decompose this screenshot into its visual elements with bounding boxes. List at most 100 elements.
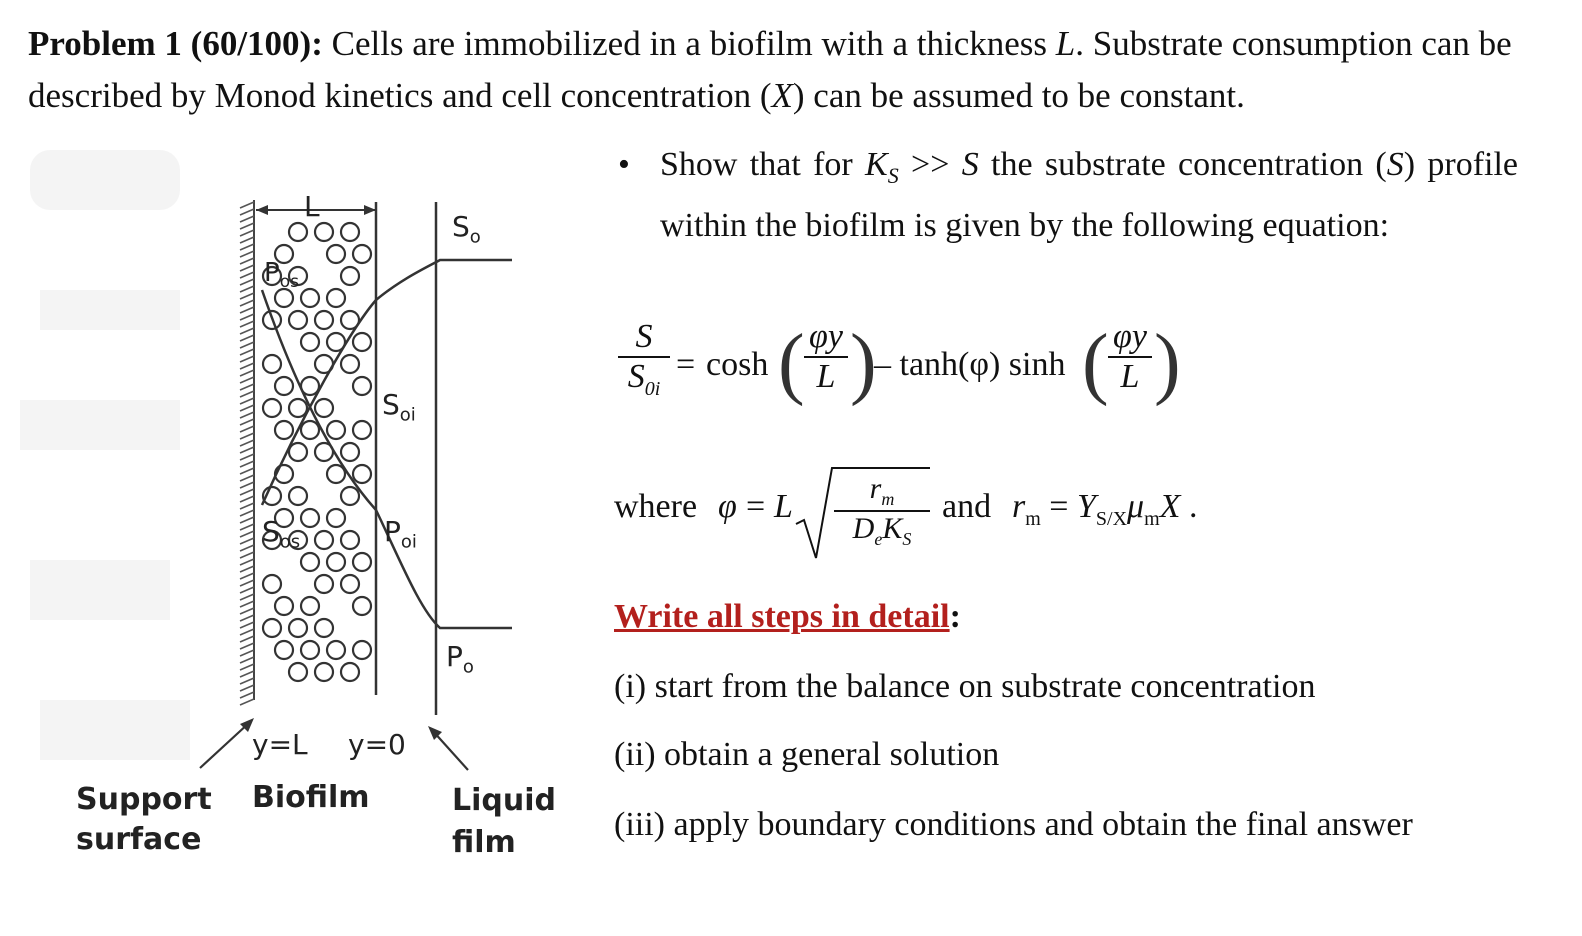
- hatch-mark: [239, 698, 255, 706]
- hatch-mark: [239, 229, 255, 237]
- biofilm-sketch: [20, 150, 512, 771]
- cell-circle: [261, 573, 283, 595]
- cell-circle: [287, 265, 309, 287]
- sqrt-fraction: rm DeKS: [834, 472, 930, 550]
- hatch-mark: [239, 215, 255, 223]
- diagram-Soi-label: Soi: [382, 388, 416, 426]
- phi-y-fraction-1: φy L: [804, 318, 848, 396]
- write-all-steps-heading: Write all steps in detail:: [614, 598, 961, 635]
- hatch-mark: [239, 285, 255, 293]
- cell-circle: [299, 419, 321, 441]
- hatch-mark: [239, 222, 255, 230]
- phi-symbol: φ: [718, 488, 737, 525]
- cell-circle: [339, 265, 361, 287]
- biofilm-diagram: L Pos So Soi Sos Poi Po y=L y=0 Support …: [0, 140, 600, 900]
- cell-circle: [261, 529, 283, 551]
- hatch-mark: [239, 691, 255, 699]
- paren-left-2: (: [1082, 319, 1109, 407]
- hatch-mark: [239, 656, 255, 664]
- cell-circle: [351, 595, 373, 617]
- paren-right-2: ): [1154, 319, 1181, 407]
- cell-circle: [313, 529, 335, 551]
- phi-y-fraction-2: φy L: [1108, 318, 1152, 396]
- cell-circle: [325, 331, 347, 353]
- cell-circle: [339, 221, 361, 243]
- diagram-support-label: Support surface: [76, 782, 212, 857]
- hatch-mark: [239, 551, 255, 559]
- hatch-mark: [239, 586, 255, 594]
- hatch-mark: [239, 425, 255, 433]
- paren-right-1: ): [850, 319, 877, 407]
- cosh-term: cosh: [706, 346, 769, 383]
- diagram-Sos-label: Sos: [262, 515, 301, 553]
- diagram-biofilm-label: Biofilm: [252, 780, 370, 815]
- step-1: (i) start from the balance on substrate …: [614, 668, 1316, 705]
- problem-statement: Problem 1 (60/100): Cells are immobilize…: [28, 18, 1548, 122]
- cell-circle: [287, 221, 309, 243]
- hatch-mark: [239, 243, 255, 251]
- cell-circle: [287, 485, 309, 507]
- and-word: and: [942, 488, 992, 525]
- cell-circle: [339, 353, 361, 375]
- hatch-mark: [239, 236, 255, 244]
- cell-circle: [273, 639, 295, 661]
- cell-circle: [273, 595, 295, 617]
- cell-circle: [299, 595, 321, 617]
- cell-circle: [339, 441, 361, 463]
- hatch-mark: [239, 453, 255, 461]
- cell-circle: [313, 221, 335, 243]
- cell-circle: [261, 265, 283, 287]
- hatch-mark: [239, 418, 255, 426]
- cell-circle: [299, 287, 321, 309]
- cell-circle: [273, 243, 295, 265]
- hatch-mark: [239, 677, 255, 685]
- hatch-mark: [239, 432, 255, 440]
- hatch-mark: [239, 614, 255, 622]
- cell-circle: [313, 661, 335, 683]
- cell-circle: [261, 485, 283, 507]
- diagram-So-label: So: [452, 210, 481, 248]
- hatch-mark: [239, 628, 255, 636]
- hatch-mark: [239, 670, 255, 678]
- hatch-mark: [239, 313, 255, 321]
- step-2: (ii) obtain a general solution: [614, 736, 1000, 773]
- rm-definition: rm = YS/XμmX .: [1012, 488, 1198, 530]
- cell-circle: [325, 287, 347, 309]
- diagram-L-label: L: [304, 190, 320, 223]
- step-3: (iii) apply boundary conditions and obta…: [614, 806, 1413, 843]
- cell-circle: [313, 617, 335, 639]
- hatch-mark: [239, 509, 255, 517]
- hatch-mark: [239, 579, 255, 587]
- hatch-mark: [239, 572, 255, 580]
- hatch-mark: [239, 264, 255, 272]
- cell-circle: [351, 639, 373, 661]
- hatch-mark: [239, 299, 255, 307]
- cell-circle: [325, 463, 347, 485]
- hatch-mark: [239, 334, 255, 342]
- equals-sign: =: [676, 346, 696, 383]
- cell-circle: [273, 419, 295, 441]
- hatch-mark: [239, 523, 255, 531]
- hatch-mark: [239, 327, 255, 335]
- bullet-text: Show that for KS >> S the substrate conc…: [660, 146, 1519, 244]
- hatch-mark: [239, 306, 255, 314]
- hatch-mark: [239, 558, 255, 566]
- cell-circle: [351, 419, 373, 441]
- hatch-mark: [239, 201, 255, 209]
- phi-L: L: [774, 488, 793, 525]
- cell-circle: [261, 397, 283, 419]
- hatch-mark: [239, 621, 255, 629]
- cell-circle: [339, 529, 361, 551]
- hatch-mark: [239, 663, 255, 671]
- concentration-profile-equation: S S0i = cosh ( φy L ) – tanh(φ) sinh ( φ…: [618, 318, 1218, 428]
- cell-circle: [351, 375, 373, 397]
- cell-circle: [273, 507, 295, 529]
- hatch-mark: [239, 257, 255, 265]
- hatch-mark: [239, 516, 255, 524]
- cell-circle: [339, 661, 361, 683]
- diagram-Po-label: Po: [446, 640, 474, 678]
- hatch-mark: [239, 271, 255, 279]
- hatch-mark: [239, 411, 255, 419]
- hatch-mark: [239, 320, 255, 328]
- hatch-mark: [239, 649, 255, 657]
